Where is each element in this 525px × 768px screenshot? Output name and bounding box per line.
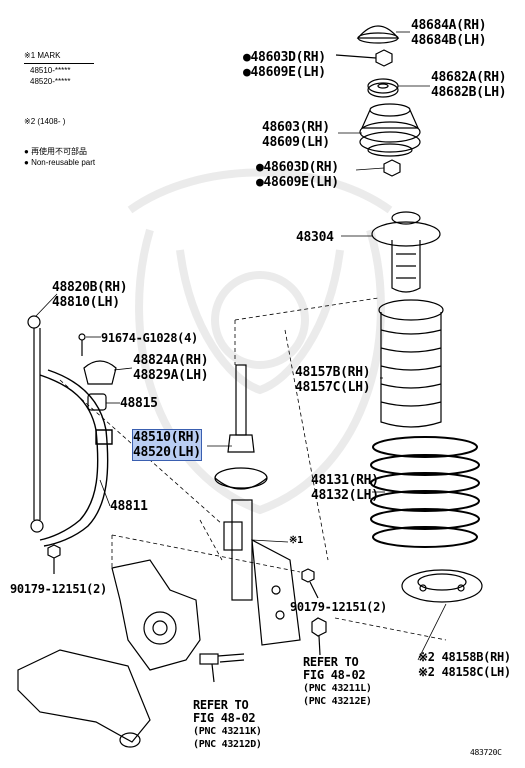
nut-knuckle [311,617,327,656]
nut-90179-left [47,544,61,574]
legend-reuse: ● 再使用不可部品 ● Non-reusable part [24,146,95,168]
refer-left-line3: (PNC 43211K) [193,726,262,737]
label-48510-rh: 48510(RH) [133,430,201,445]
washer-48682 [367,78,399,98]
label-48158[interactable]: ※2 48158B(RH) ※2 48158C(LH) [418,650,511,680]
figure-code: 483720C [470,748,502,757]
label-48824[interactable]: 48824A(RH) 48829A(LH) [133,353,209,383]
knuckle-bolt [199,653,245,683]
refer-right-line1: REFER TO [303,655,359,669]
label-48682-lh: 48682B(LH) [431,85,507,100]
nut-48603-low [383,159,401,177]
label-48603-mid-rh: 48603(RH) [262,120,330,135]
label-48603-top-lh: ●48609E(LH) [243,65,326,80]
cap-48684 [356,25,400,44]
label-48603-low-lh: ●48609E(LH) [256,175,339,190]
label-48824-lh: 48829A(LH) [133,368,209,383]
label-48131[interactable]: 48131(RH) 48132(LH) [311,473,379,503]
label-48603-low-rh: ●48603D(RH) [256,160,339,175]
bracket-48824 [83,360,117,385]
label-48603-mid[interactable]: 48603(RH) 48609(LH) [262,120,330,150]
label-48304[interactable]: 48304 [296,230,334,245]
watermark-emblem [127,168,393,515]
label-48684-lh: 48684B(LH) [411,33,487,48]
legend-mark: ※1 MARK 48510-***** 48520-***** [24,50,94,87]
refer-right-line3: (PNC 43211L) [303,683,372,694]
refer-right-line2: FIG 48-02 [303,668,366,682]
legend-mark1-line1: 48510-***** [30,66,71,75]
steering-knuckle [111,559,201,671]
legend-mark1-title: ※1 MARK [24,51,61,60]
label-48815[interactable]: 48815 [120,396,158,411]
legend-mark1-line2: 48520-***** [30,77,71,86]
label-48682[interactable]: 48682A(RH) 48682B(LH) [431,70,507,100]
label-48158-rh: ※2 48158B(RH) [418,650,511,664]
strut-48510 [214,364,301,646]
label-90179-right[interactable]: 90179-12151(2) [290,600,387,614]
label-48157[interactable]: 48157B(RH) 48157C(LH) [295,365,371,395]
label-91674[interactable]: 91674-G1028(4) [101,331,198,345]
label-refer-right[interactable]: REFER TO FIG 48-02 (PNC 43211L) (PNC 432… [303,656,372,708]
label-48157-lh: 48157C(LH) [295,380,371,395]
label-48603-mid-lh: 48609(LH) [262,135,330,150]
legend-reuse-en-text: Non-reusable part [31,158,96,167]
label-48603-top[interactable]: ●48603D(RH) ●48609E(LH) [243,50,326,80]
mount-48603 [359,103,421,157]
label-48510-highlighted[interactable]: 48510(RH) 48520(LH) [132,429,202,461]
legend-divider [24,63,94,64]
label-leaders [35,31,447,661]
boot-48157 [378,299,444,428]
label-48684-rh: 48684A(RH) [411,18,487,33]
legend-reuse-jp-text: 再使用不可部品 [31,147,88,156]
upper-support-48304 [371,211,441,293]
label-48820[interactable]: 48820B(RH) 48810(LH) [52,280,128,310]
legend-reuse-jp: ● 再使用不可部品 [24,147,88,156]
label-48682-rh: 48682A(RH) [431,70,507,85]
refer-left-line2: FIG 48-02 [193,711,256,725]
coil-spring-48131 [370,436,480,548]
label-48510-lh: 48520(LH) [133,445,201,460]
bushing-48815 [87,393,107,411]
label-48824-rh: 48824A(RH) [133,353,209,368]
label-48820-rh: 48820B(RH) [52,280,128,295]
refer-left-line4: (PNC 43212D) [193,739,262,750]
label-48684[interactable]: 48684A(RH) 48684B(LH) [411,18,487,48]
legend-mark2: ※2 (1408- ) [24,117,66,126]
label-mark1: ※1 [289,535,303,546]
label-48820-lh: 48810(LH) [52,295,120,310]
bolt-91674 [78,333,86,356]
refer-left-line1: REFER TO [193,698,249,712]
label-48603-low[interactable]: ●48603D(RH) ●48609E(LH) [256,160,339,190]
nut-90179-right [301,568,319,599]
label-48811[interactable]: 48811 [110,499,148,514]
label-90179-left[interactable]: 90179-12151(2) [10,582,107,596]
nut-48603-top [335,49,393,67]
stabilizer-link-48820 [27,315,44,533]
label-48158-lh: ※2 48158C(LH) [418,665,511,679]
refer-right-line4: (PNC 43212E) [303,696,372,707]
label-48603-top-rh: ●48603D(RH) [243,50,326,65]
label-48131-lh: 48132(LH) [311,488,379,503]
stabilizer-bar-48811 [39,369,113,547]
spring-insulator-48158 [401,569,483,603]
legend-reuse-en: ● Non-reusable part [24,158,96,167]
label-48131-rh: 48131(RH) [311,473,379,488]
label-48157-rh: 48157B(RH) [295,365,371,380]
lower-arm [17,649,151,748]
label-refer-left[interactable]: REFER TO FIG 48-02 (PNC 43211K) (PNC 432… [193,699,262,751]
